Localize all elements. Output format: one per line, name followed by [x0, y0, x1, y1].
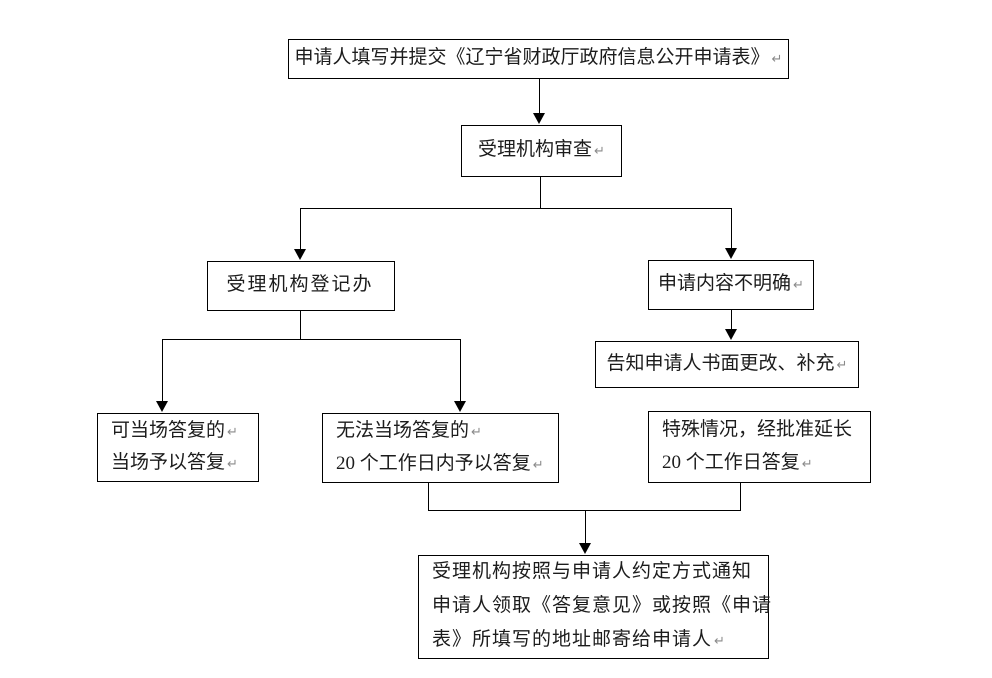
return-mark-icon: ↵ [714, 634, 726, 649]
arrow-down-icon [579, 543, 591, 554]
node-line: 受理机构按照与申请人约定方式通知 [432, 556, 754, 590]
return-mark-icon: ↵ [532, 458, 544, 473]
return-mark-icon: ↵ [771, 52, 783, 67]
connector-split-top [300, 208, 731, 209]
node-text: 受理机构审查 [478, 139, 593, 160]
node-reply-within-20-days: 无法当场答复的↵ 20 个工作日内予以答复↵ [322, 413, 559, 483]
connector-submit-review [539, 79, 540, 114]
connector-to-register [300, 208, 301, 250]
node-line: 20 个工作日答复↵ [662, 447, 813, 480]
return-mark-icon: ↵ [801, 457, 813, 472]
connector-to-onspot [162, 339, 163, 402]
node-text: 可当场答复的 [111, 419, 226, 441]
node-line: 受理机构登记办 [226, 270, 375, 302]
node-text: 当场予以答复 [111, 451, 226, 473]
node-line: 20 个工作日内予以答复↵ [336, 448, 544, 481]
node-line: 特殊情况，经批准延长 [662, 414, 854, 447]
node-text: 20 个工作日内予以答复 [336, 453, 531, 474]
node-line: 无法当场答复的↵ [336, 415, 482, 448]
arrow-down-icon [294, 249, 306, 260]
node-line: 告知申请人书面更改、补充↵ [607, 349, 848, 381]
connector-merge-bar [428, 510, 741, 511]
return-mark-icon: ↵ [793, 278, 804, 293]
arrow-down-icon [725, 329, 737, 340]
node-line: 受理机构审查↵ [478, 135, 605, 167]
node-line: 可当场答复的↵ [111, 416, 238, 448]
node-line: 表》所填写的地址邮寄给申请人↵ [432, 624, 726, 658]
return-mark-icon: ↵ [594, 144, 605, 159]
node-line: 申请人填写并提交《辽宁省财政厅政府信息公开申请表》↵ [295, 43, 783, 75]
return-mark-icon: ↵ [227, 424, 238, 440]
node-text: 20 个工作日答复 [662, 452, 800, 473]
node-final-notification: 受理机构按照与申请人约定方式通知 申请人领取《答复意见》或按照《申请 表》所填写… [418, 555, 771, 659]
node-register-office: 受理机构登记办 [207, 261, 395, 311]
arrow-down-icon [454, 401, 466, 412]
node-text: 告知申请人书面更改、补充 [606, 352, 835, 374]
node-text: 受理机构登记办 [226, 274, 374, 295]
node-notify-correction: 告知申请人书面更改、补充↵ [595, 341, 859, 388]
node-text: 无法当场答复的 [336, 420, 470, 441]
node-line: 申请人领取《答复意见》或按照《申请 [432, 590, 774, 624]
connector-to-final [585, 510, 586, 544]
node-text: 表》所填写的地址邮寄给申请人 [432, 629, 713, 650]
node-text: 受理机构按照与申请人约定方式通知 [432, 561, 753, 582]
return-mark-icon: ↵ [471, 425, 482, 440]
connector-register-stem [300, 311, 301, 339]
node-text: 申请内容不明确 [658, 273, 792, 294]
arrow-down-icon [533, 113, 545, 124]
node-text: 申请人领取《答复意见》或按照《申请 [432, 595, 773, 616]
connector-review-stem [540, 177, 541, 208]
connector-to-within20 [460, 339, 461, 402]
arrow-down-icon [725, 248, 737, 259]
return-mark-icon: ↵ [836, 357, 848, 373]
connector-unclear-notify [731, 310, 732, 330]
connector-split-lower [162, 339, 460, 340]
node-review-by-accepting-body: 受理机构审查↵ [461, 125, 622, 177]
arrow-down-icon [156, 401, 168, 412]
connector-extension-stem [740, 483, 741, 510]
node-line: 申请内容不明确↵ [658, 269, 804, 301]
node-text: 申请人填写并提交《辽宁省财政厅政府信息公开申请表》 [294, 47, 770, 68]
node-submit-application-form: 申请人填写并提交《辽宁省财政厅政府信息公开申请表》↵ [288, 39, 789, 79]
return-mark-icon: ↵ [227, 456, 238, 472]
connector-to-unclear [731, 208, 732, 249]
node-unclear-content: 申请内容不明确↵ [648, 260, 814, 310]
node-special-extension: 特殊情况，经批准延长 20 个工作日答复↵ [648, 411, 871, 483]
node-onspot-reply: 可当场答复的↵ 当场予以答复↵ [97, 413, 259, 482]
node-line: 当场予以答复↵ [111, 448, 238, 480]
connector-within20-stem [428, 483, 429, 510]
node-text: 特殊情况，经批准延长 [662, 419, 853, 440]
